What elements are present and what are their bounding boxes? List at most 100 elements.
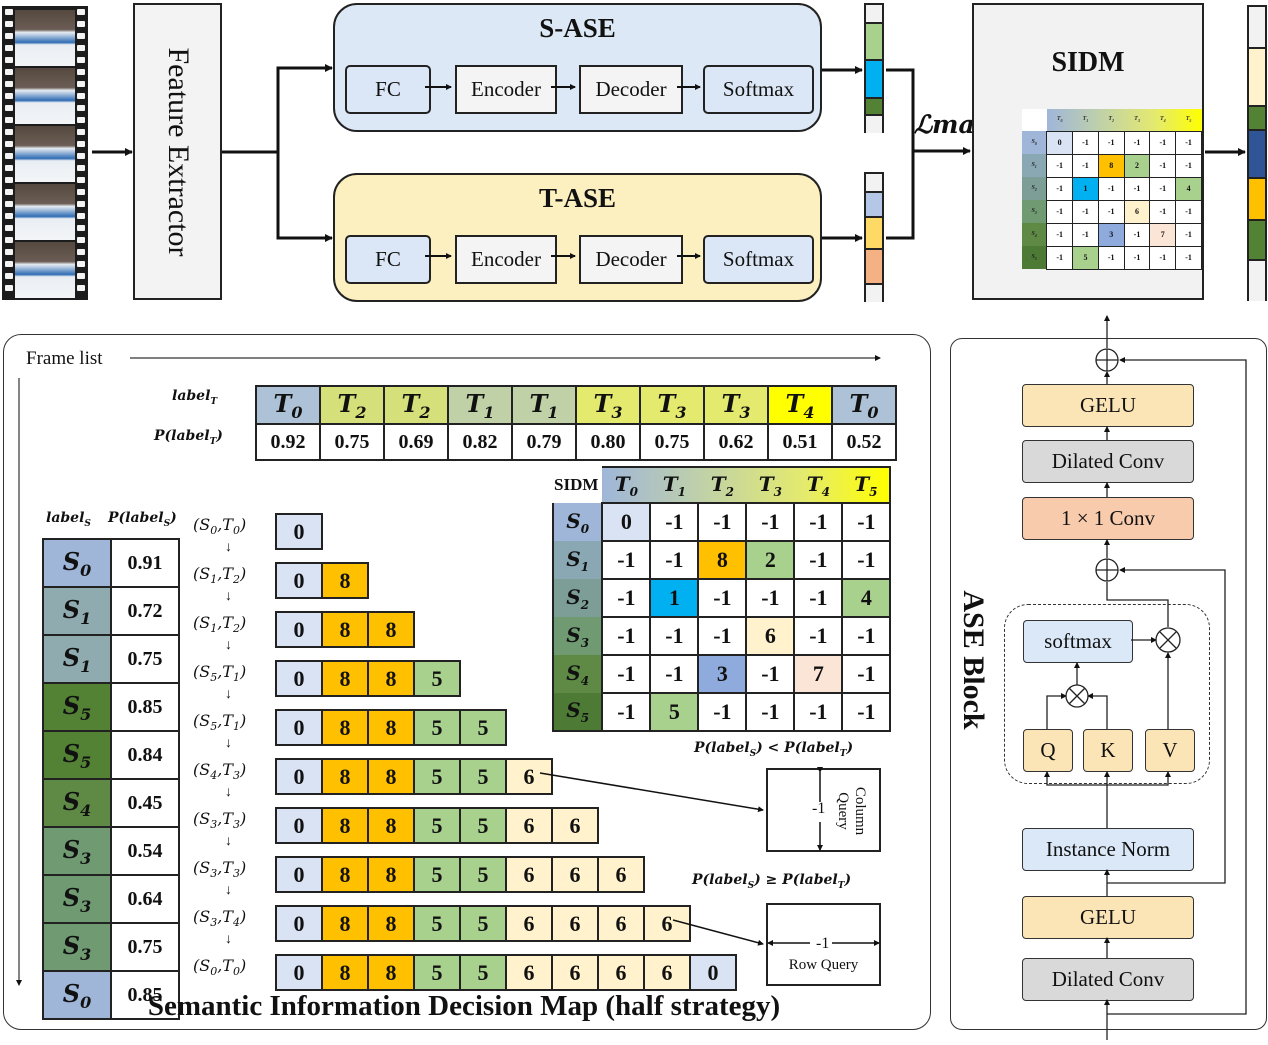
p-label-t-cell: 0.79 (511, 423, 577, 461)
label-s-cell: S1 (42, 586, 112, 636)
sidm-col-header: T0 (602, 466, 651, 503)
s-ase-decoder-block: Decoder (579, 65, 683, 114)
film-perforation (77, 9, 85, 15)
decode-step-sequence: 0 (275, 513, 323, 550)
p-label-t-cell: 0.75 (639, 423, 705, 461)
sequence-cell: 8 (367, 807, 415, 844)
sidm-col-header: T4 (794, 466, 843, 503)
sequence-cell: 5 (459, 758, 507, 795)
sidm-cell: -1 (1097, 130, 1125, 155)
p-label-s-cell: 0.72 (110, 586, 180, 636)
vector-segment (866, 248, 882, 285)
p-label-s-cell: 0.75 (110, 922, 180, 972)
vector-segment (866, 59, 882, 99)
sidm-col-header: T0 (1046, 109, 1073, 131)
top-gelu-block: GELU (1022, 384, 1194, 427)
s-ase-softmax-block: Softmax (703, 65, 814, 114)
sidm-cell: -1 (649, 540, 700, 580)
label-s-cell: S3 (42, 922, 112, 972)
film-perforation (77, 189, 85, 195)
decode-step-arrow-icon: ↓ (225, 638, 232, 653)
video-frame-thumbnail (15, 10, 75, 66)
sequence-cell: 0 (275, 660, 323, 697)
vector-segment (1249, 129, 1265, 179)
row-query-label: Row Query (788, 957, 859, 973)
p-label-t-cell: 0.92 (255, 423, 321, 461)
sidm-col-header: T5 (1175, 109, 1202, 131)
sequence-cell: 5 (459, 856, 507, 893)
decode-step-arrow-icon: ↓ (225, 589, 232, 604)
film-perforation (5, 165, 13, 171)
sequence-cell: 5 (459, 807, 507, 844)
query-block: Q (1023, 729, 1073, 772)
column-query-condition: P(labelS) < P(labelT) (694, 740, 854, 759)
p-label-t-cell: 0.69 (383, 423, 449, 461)
decode-step-arrow-icon: ↓ (225, 932, 232, 947)
sidm-row-header: S1 (551, 541, 603, 579)
film-perforation (5, 69, 13, 75)
sequence-cell: 6 (505, 758, 553, 795)
sidm-cell: 0 (1046, 130, 1074, 155)
sidm-cell: -1 (601, 540, 652, 580)
sequence-cell: 6 (505, 905, 553, 942)
decode-step-pair: (S1,T2) (193, 564, 247, 587)
sequence-cell: 8 (321, 905, 369, 942)
film-perforation (5, 237, 13, 243)
sidm-cell: -1 (649, 502, 700, 542)
sidm-row-header: S2 (551, 579, 603, 617)
sidm-row-header: S1 (1022, 154, 1047, 177)
p-label-s-cell: 0.54 (110, 826, 180, 876)
sidm-cell: -1 (1097, 176, 1125, 201)
p-label-t-cell: 0.51 (767, 423, 833, 461)
sidm-cell: -1 (793, 540, 844, 580)
sequence-cell: 0 (275, 856, 323, 893)
vector-segment (1249, 219, 1265, 261)
film-perforation (5, 9, 13, 15)
decode-step-pair: (S3,T4) (193, 907, 247, 930)
sidm-cell: -1 (1175, 245, 1202, 270)
column-query-label: Column Query (835, 786, 868, 836)
vector-segment (1249, 177, 1265, 221)
sequence-cell: 0 (275, 513, 323, 550)
video-frames-filmstrip (2, 6, 88, 300)
sidm-cell: -1 (745, 502, 796, 542)
sequence-cell: 6 (505, 807, 553, 844)
film-perforation (5, 93, 13, 99)
label-t-cell: T0 (255, 385, 321, 425)
sidm-cell: -1 (745, 654, 796, 694)
sidm-cell: -1 (1123, 176, 1151, 201)
sidm-decision-panel (3, 334, 931, 1030)
film-perforation (77, 261, 85, 267)
sequence-cell: 5 (413, 758, 461, 795)
sequence-cell: 5 (459, 905, 507, 942)
sidm-col-header: T5 (842, 466, 892, 503)
ase-block-panel (950, 338, 1267, 1030)
sidm-cell: -1 (601, 578, 652, 618)
sequence-cell: 0 (275, 905, 323, 942)
sequence-cell: 5 (459, 954, 507, 991)
film-perforation (77, 45, 85, 51)
film-perforation (5, 261, 13, 267)
sidm-col-header: T2 (698, 466, 747, 503)
sidm-cell: 5 (649, 692, 700, 732)
sequence-cell: 8 (321, 954, 369, 991)
vector-segment (866, 191, 882, 218)
sequence-cell: 8 (321, 709, 369, 746)
film-perforation (77, 249, 85, 255)
sidm-cell: -1 (1175, 153, 1202, 178)
sequence-cell: 8 (321, 856, 369, 893)
film-perforation (5, 225, 13, 231)
film-perforation (5, 249, 13, 255)
sequence-cell: 8 (367, 660, 415, 697)
sequence-cell: 5 (413, 954, 461, 991)
p-label-t-cell: 0.80 (575, 423, 641, 461)
sequence-cell: 6 (597, 856, 645, 893)
extractor-to-t-ase-arrow (276, 152, 333, 242)
sidm-cell: 8 (697, 540, 748, 580)
